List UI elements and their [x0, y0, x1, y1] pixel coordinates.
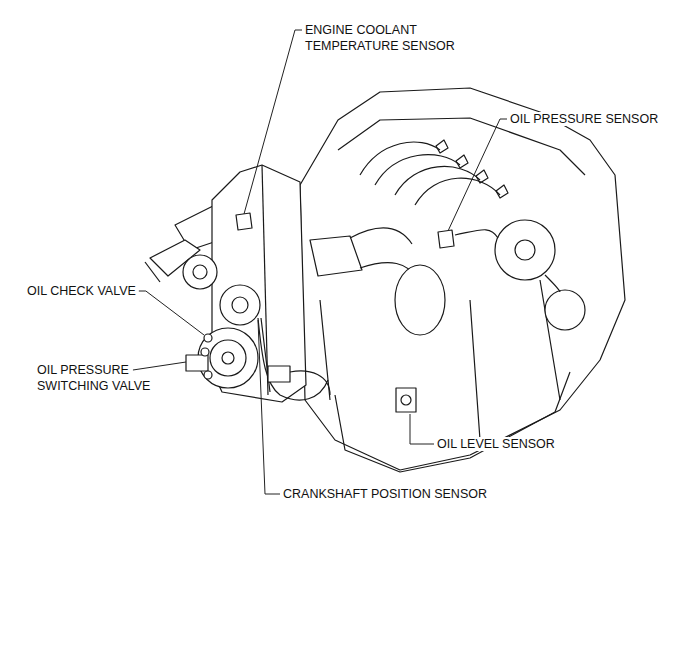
- engine-block: [300, 88, 625, 472]
- part-label: CRANKSHAFT POSITION SENSOR: [283, 487, 487, 501]
- switching-valve-port: [204, 371, 212, 379]
- switching-valve-port: [201, 348, 209, 356]
- part-label: OIL CHECK VALVE: [27, 284, 136, 298]
- turbo-hub: [515, 240, 535, 260]
- fuel-pump: [395, 265, 445, 335]
- pump-hub: [232, 297, 248, 313]
- leader-line: [258, 320, 280, 494]
- pump-pulley: [220, 285, 260, 325]
- part-label-box: OIL PRESSURE SWITCHING VALVE: [37, 362, 169, 394]
- intake-manifold: [310, 236, 362, 276]
- oil-level-sensor: [396, 388, 416, 412]
- leader-line: [448, 119, 507, 231]
- injector: [436, 140, 508, 198]
- bracket-edge: [145, 262, 160, 282]
- sensor-harness: [258, 318, 330, 400]
- part-label: ENGINE COOLANT TEMPERATURE SENSOR: [305, 23, 455, 53]
- coolant-sensor: [236, 213, 252, 230]
- check-valve: [204, 334, 212, 342]
- oil-level-sensor-cap: [401, 395, 411, 405]
- pipe: [455, 230, 560, 292]
- leader-line: [244, 30, 302, 214]
- part-label-box: ENGINE COOLANT TEMPERATURE SENSOR: [305, 22, 475, 54]
- turbocharger: [495, 220, 555, 280]
- part-label-box: OIL LEVEL SENSOR: [437, 436, 587, 452]
- part-label-box: CRANKSHAFT POSITION SENSOR: [283, 486, 523, 502]
- part-label: OIL PRESSURE SENSOR: [510, 112, 658, 126]
- part-label: OIL LEVEL SENSOR: [437, 437, 555, 451]
- leader-line: [139, 291, 204, 335]
- part-label-box: OIL CHECK VALVE: [27, 283, 177, 299]
- oil-pressure-sensor: [438, 230, 454, 248]
- crankshaft-hub: [222, 352, 234, 364]
- oil-pan: [335, 372, 570, 472]
- harness-connector: [268, 366, 290, 382]
- crankshaft-pulley-ring: [210, 340, 246, 376]
- idler-hub: [193, 265, 207, 279]
- leader-line: [410, 414, 434, 444]
- idler-pulley: [183, 255, 217, 289]
- leader-line: [133, 362, 186, 370]
- block-body: [300, 88, 625, 470]
- part-label: OIL PRESSURE SWITCHING VALVE: [37, 363, 150, 393]
- part-label-box: OIL PRESSURE SENSOR: [510, 111, 685, 127]
- front-parts: [145, 165, 454, 412]
- switching-valve: [186, 355, 208, 371]
- filter: [545, 290, 585, 330]
